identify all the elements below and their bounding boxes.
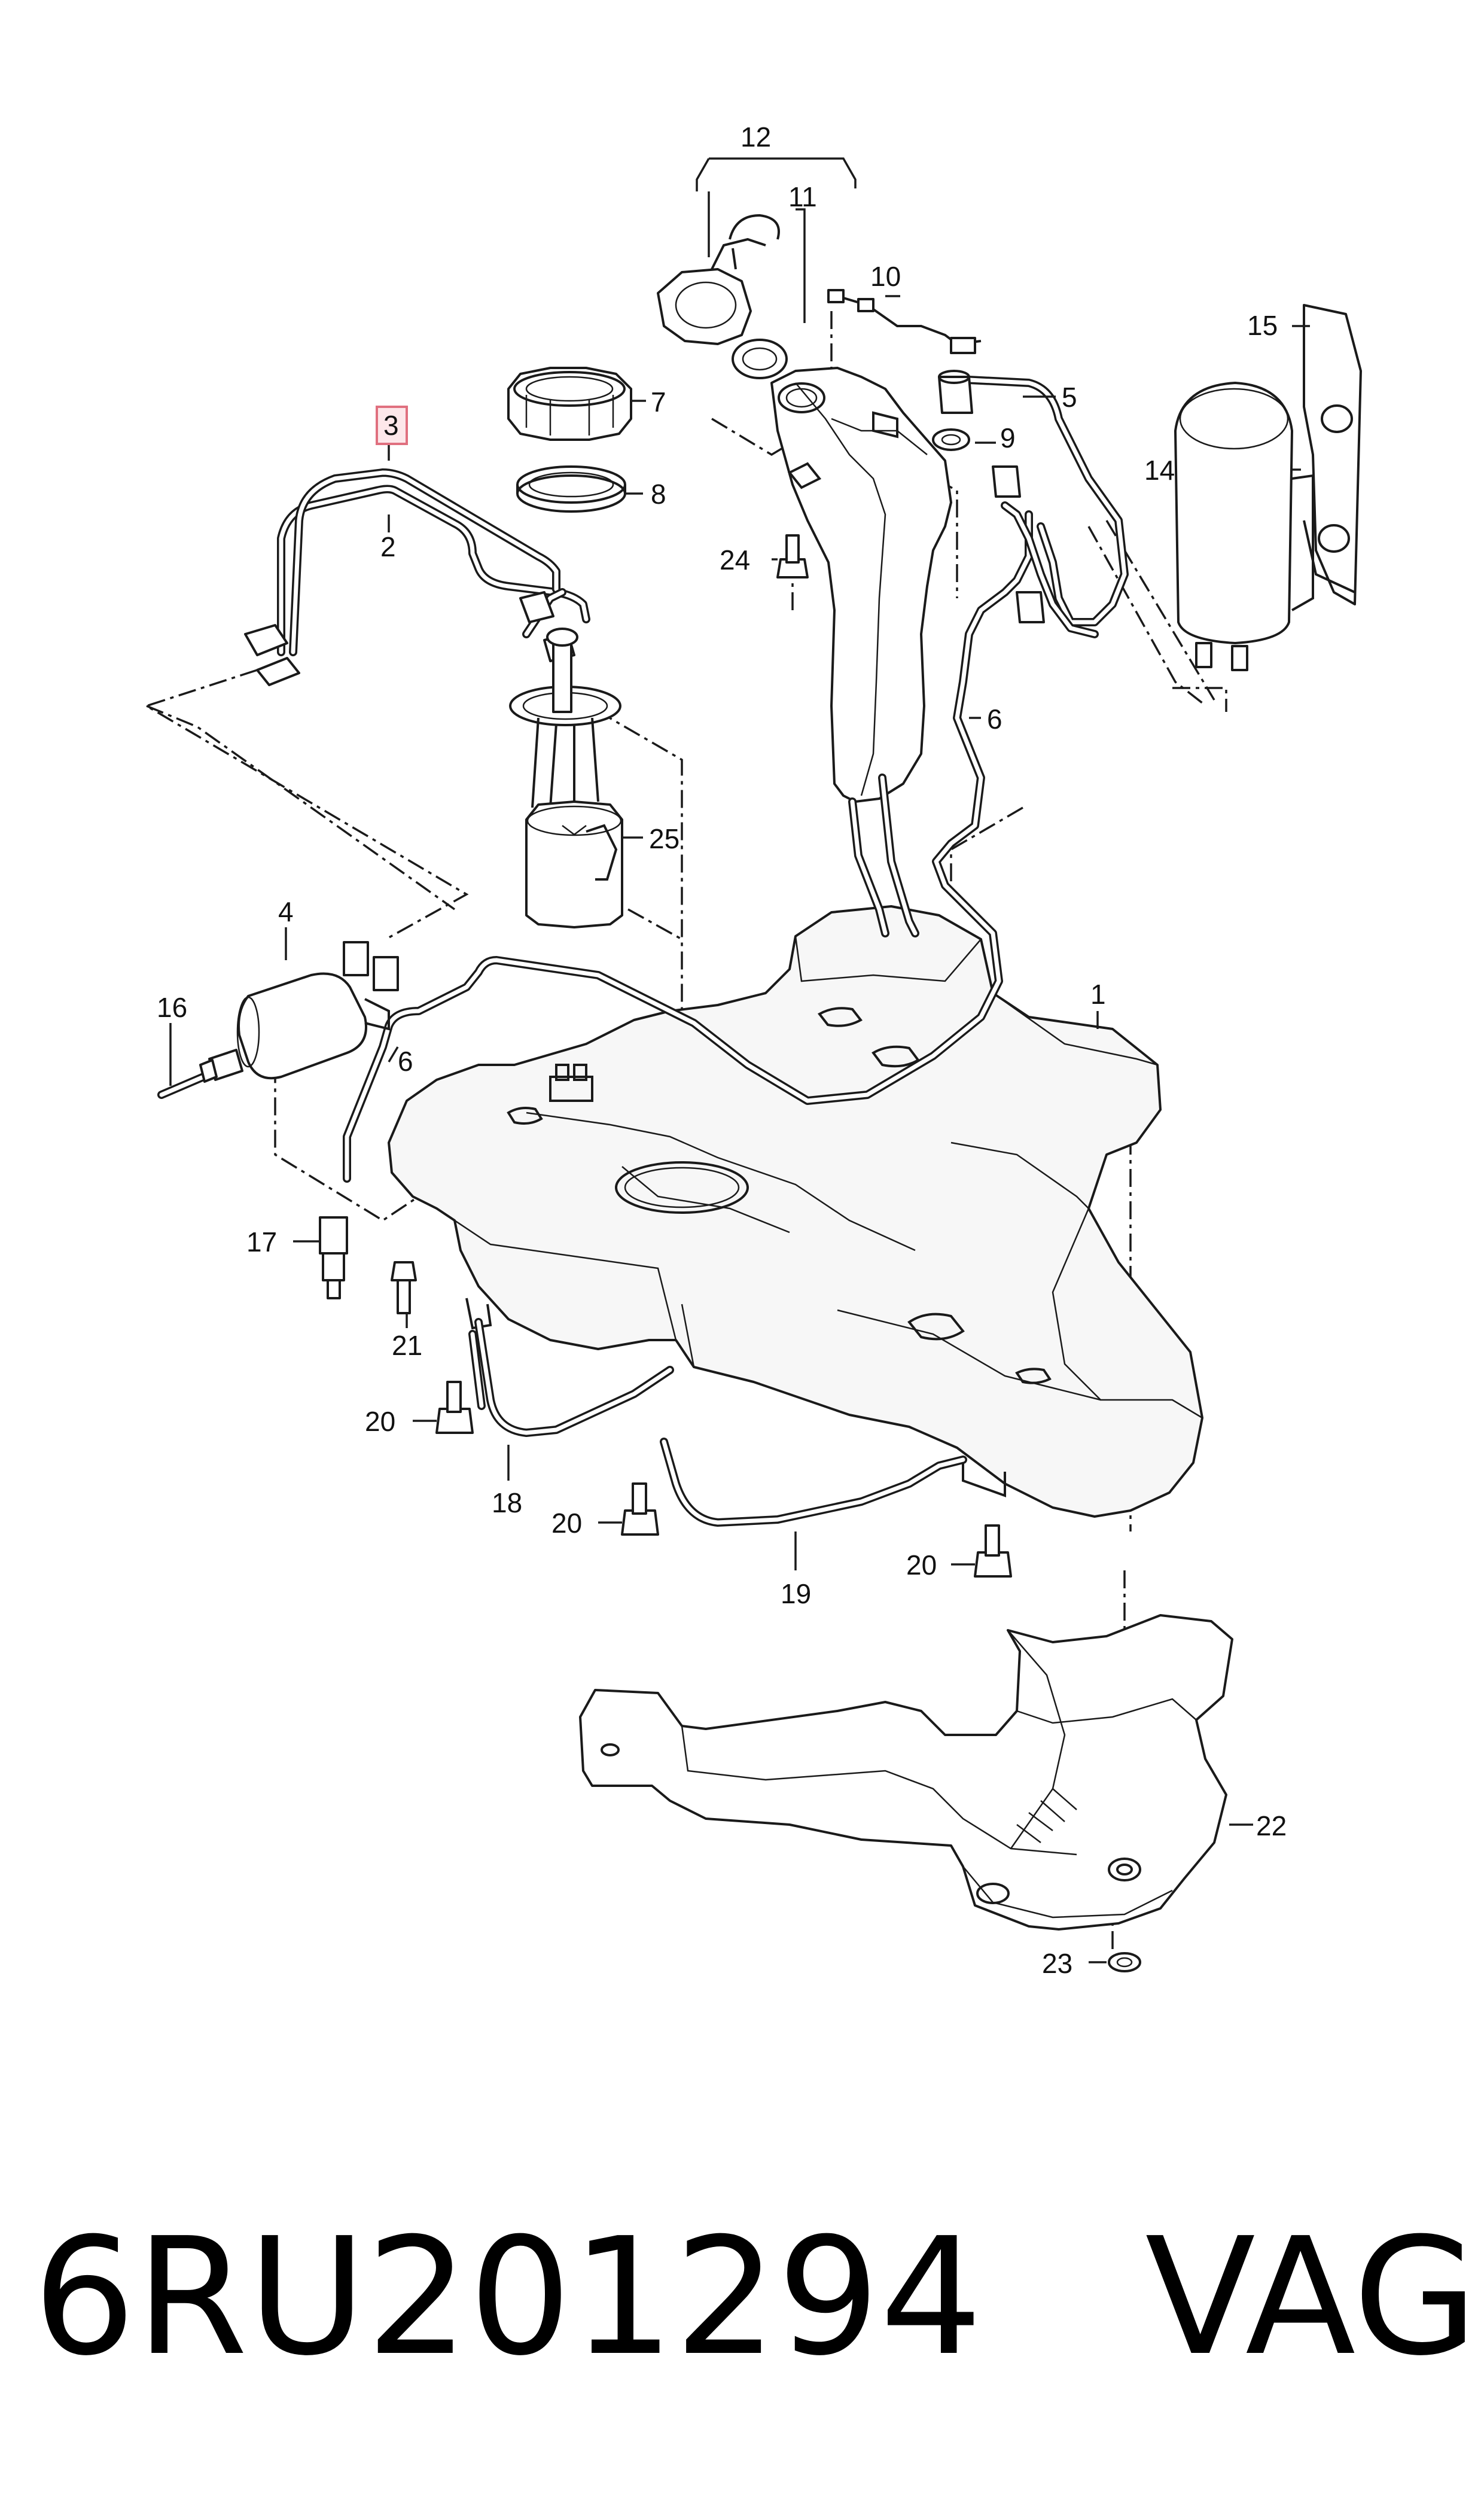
part-15-bracket xyxy=(1303,304,1362,605)
part-9-o-ring xyxy=(932,428,970,451)
part-5-vent-line-connectors xyxy=(938,370,1045,623)
callout-8[interactable]: 8 xyxy=(651,479,666,510)
callout-16[interactable]: 16 xyxy=(157,992,187,1023)
callout-leaders xyxy=(169,157,1310,1963)
callout-20-left[interactable]: 20 xyxy=(365,1406,395,1437)
part-7-locking-ring xyxy=(507,367,632,441)
part-22-underbody-shield xyxy=(579,1614,1233,1931)
callout-18[interactable]: 18 xyxy=(492,1487,522,1518)
callout-7[interactable]: 7 xyxy=(651,386,666,418)
fuel-lines xyxy=(157,376,1129,1527)
callout-21[interactable]: 21 xyxy=(392,1330,422,1361)
callout-15[interactable]: 15 xyxy=(1247,310,1278,341)
part-14-charcoal-canister xyxy=(1174,382,1314,671)
callout-20-middle[interactable]: 20 xyxy=(551,1508,582,1539)
callout-6-upper[interactable]: 6 xyxy=(987,704,1002,735)
part-23-grommet xyxy=(1108,1952,1141,1972)
callout-6-lower[interactable]: 6 xyxy=(398,1046,413,1077)
brand-label: VAG xyxy=(1145,2203,1478,2391)
callout-2[interactable]: 2 xyxy=(380,531,396,562)
components xyxy=(199,214,1362,1972)
callout-5[interactable]: 5 xyxy=(1062,382,1077,413)
callout-22[interactable]: 22 xyxy=(1256,1810,1287,1841)
callout-17[interactable]: 17 xyxy=(246,1226,277,1258)
part-4-fuel-filter xyxy=(199,941,399,1083)
filler-neck xyxy=(770,367,952,937)
callout-11[interactable]: 11 xyxy=(788,181,817,212)
callout-9[interactable]: 9 xyxy=(1000,422,1016,453)
callout-23[interactable]: 23 xyxy=(1042,1948,1072,1979)
callout-10[interactable]: 10 xyxy=(870,261,901,292)
callout-25[interactable]: 25 xyxy=(649,823,679,854)
part-8-seal xyxy=(516,465,626,513)
part-17-connector xyxy=(319,1216,348,1299)
part-21-bolt xyxy=(391,1261,417,1314)
callout-labels: 3 12 11 10 5 9 7 8 2 24 25 14 15 6 4 1 1… xyxy=(157,121,1287,1979)
callout-12[interactable]: 12 xyxy=(741,121,771,153)
part-1-fuel-tank xyxy=(388,905,1203,1518)
callout-20-right[interactable]: 20 xyxy=(906,1549,937,1581)
part-12-filler-cap xyxy=(657,214,780,345)
part-11-seal-ring xyxy=(732,339,788,379)
part-number: 6RU201294 xyxy=(33,2203,983,2391)
part-24-bolt xyxy=(776,534,809,578)
callout-24[interactable]: 24 xyxy=(720,544,750,576)
callout-14[interactable]: 14 xyxy=(1144,455,1175,486)
callout-3-highlight xyxy=(376,406,408,445)
part-10-wiring xyxy=(827,289,982,354)
part-25-fuel-pump-module xyxy=(509,628,623,928)
callout-19[interactable]: 19 xyxy=(781,1578,811,1609)
callout-3[interactable]: 3 xyxy=(383,410,399,441)
callout-1[interactable]: 1 xyxy=(1090,979,1106,1010)
callout-4[interactable]: 4 xyxy=(278,896,294,927)
part-20-bolts xyxy=(435,1381,1012,1578)
